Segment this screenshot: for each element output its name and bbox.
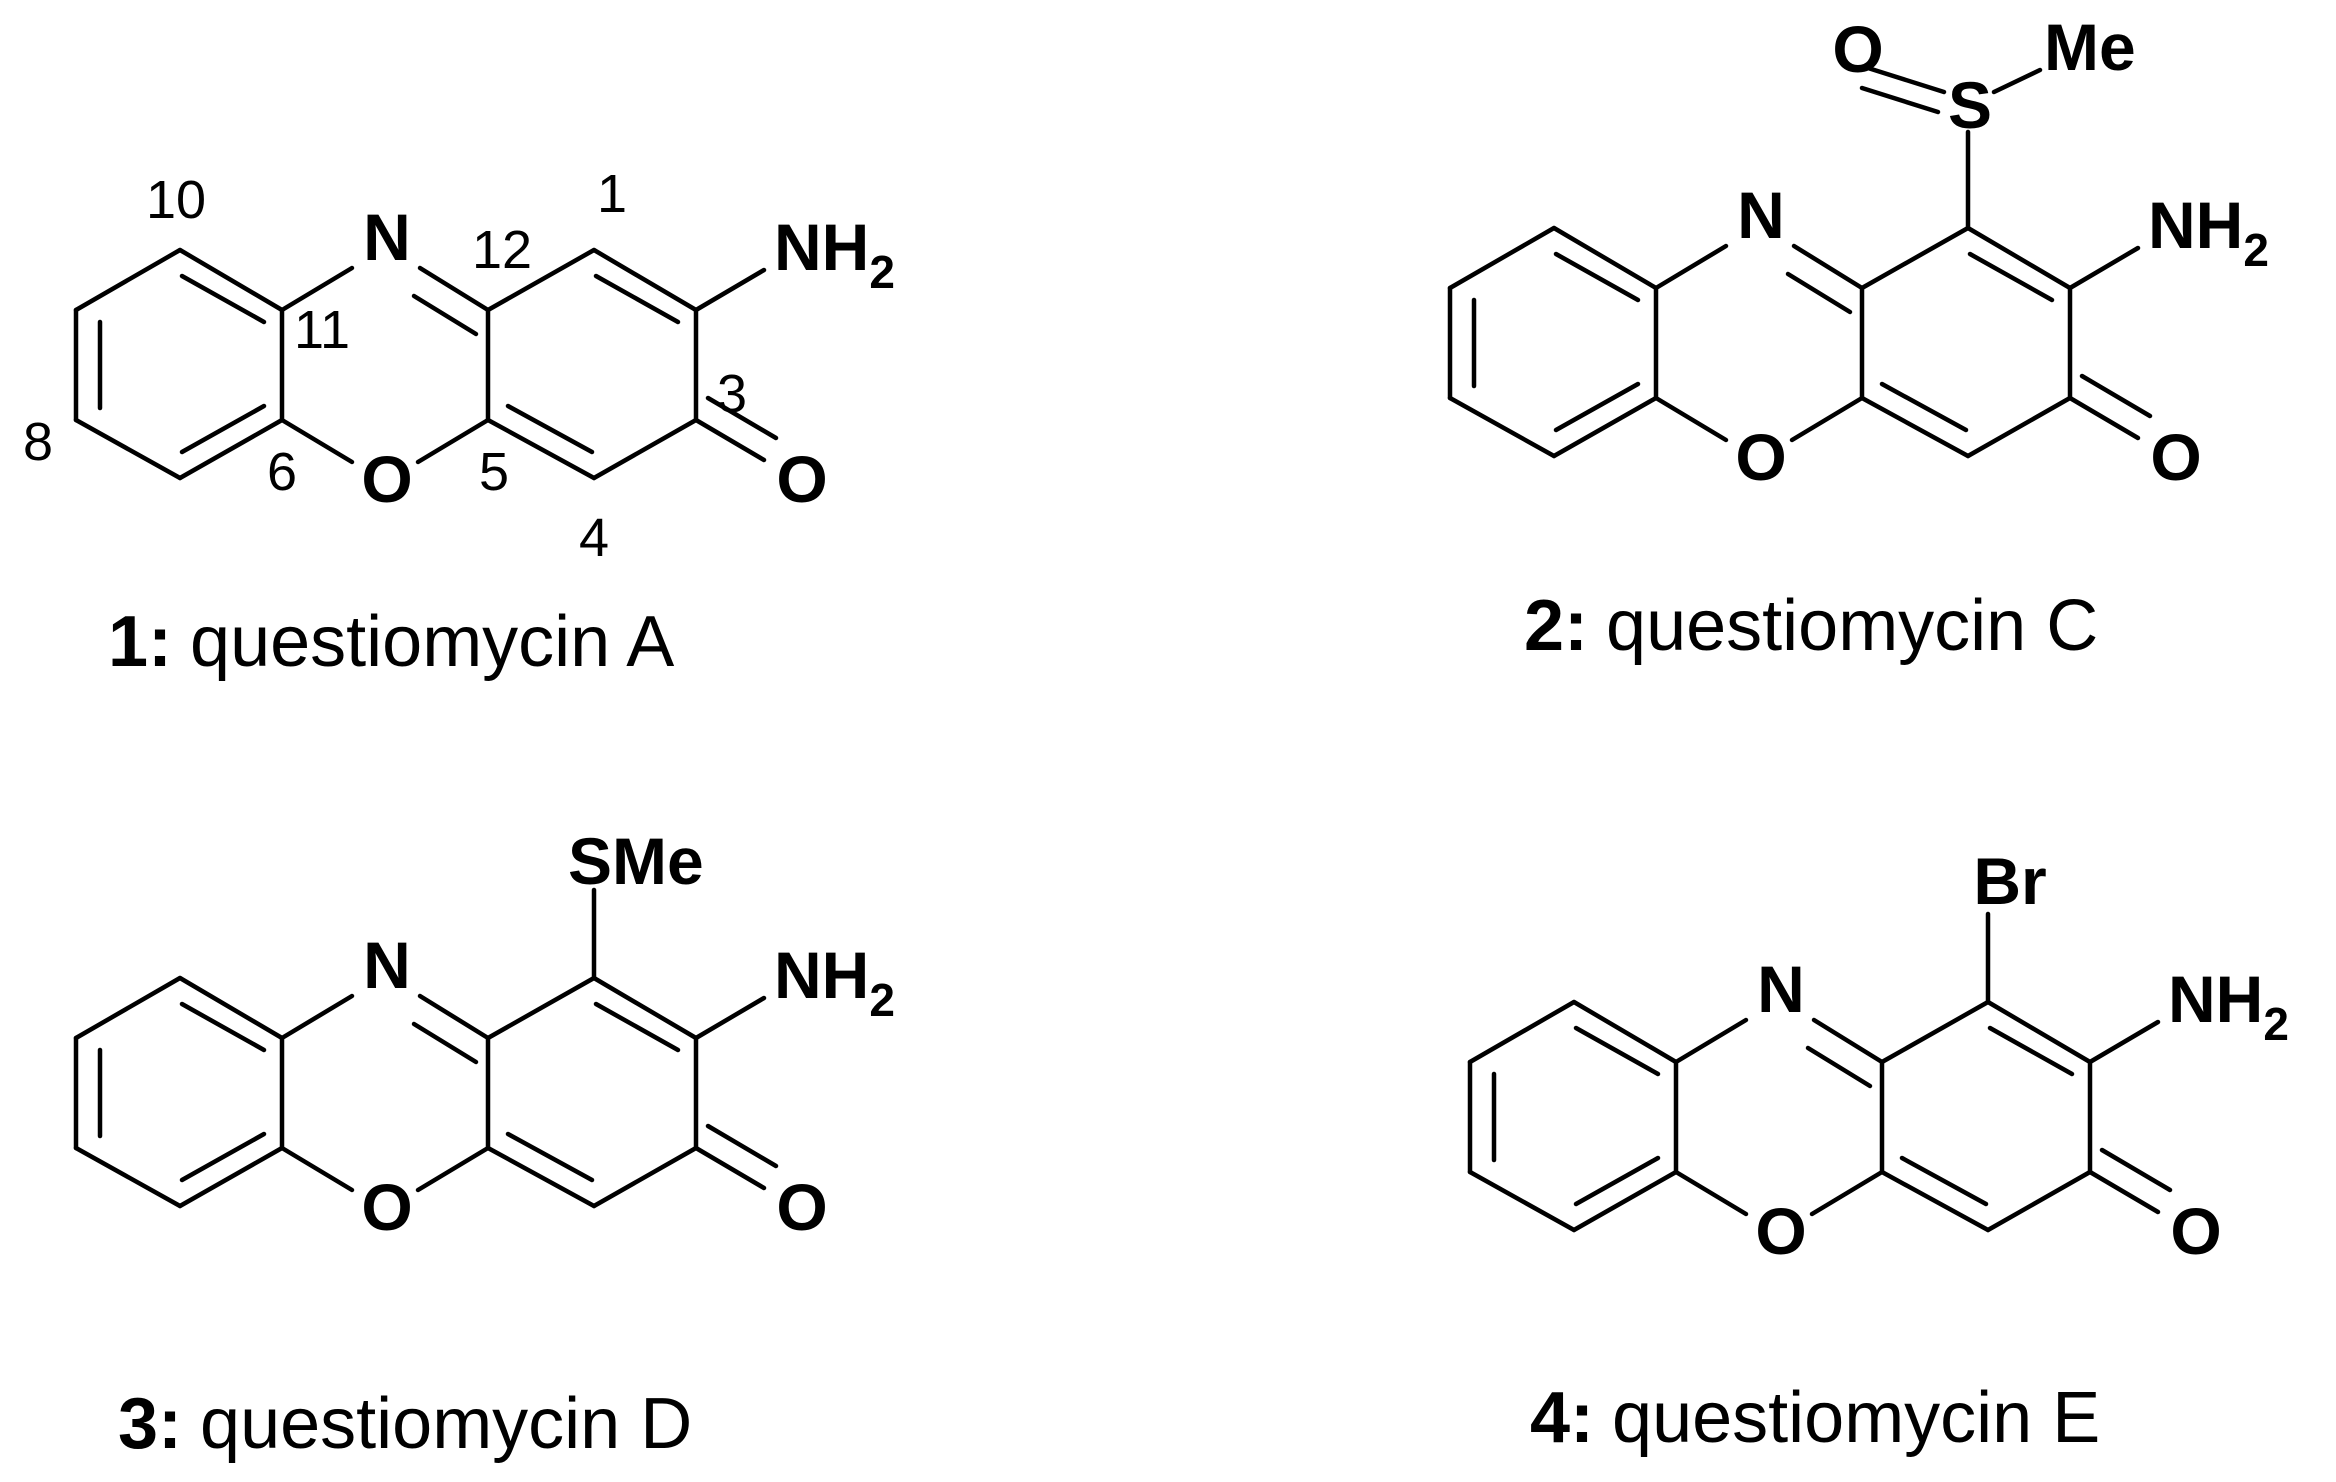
compound-2-amine-sub: 2: [2243, 224, 2269, 276]
compound-2-caption: 2:questiomycin C: [1524, 586, 2098, 666]
compound-1-atom-o-ring: O: [361, 442, 412, 516]
locant-1: 1: [597, 164, 627, 224]
compound-1-atom-o-keto: O: [776, 442, 827, 516]
compound-3-amine-sub: 2: [869, 974, 895, 1026]
locant-12: 12: [472, 220, 532, 280]
compound-3: N O O NH2 SMe 3:questiomycin D: [73, 824, 895, 1464]
compound-2-atom-o-keto: O: [2150, 420, 2201, 494]
compound-2-atom-o-sulfinyl: O: [1832, 12, 1883, 86]
compound-1-name: questiomycin A: [190, 602, 674, 682]
compound-4-name: questiomycin E: [1612, 1378, 2100, 1458]
compound-1-amine-nh: NH: [774, 210, 869, 284]
compound-3-atom-o-ring: O: [361, 1170, 412, 1244]
compound-2-atom-n: N: [1737, 178, 1785, 252]
compound-2-bonds: [1447, 65, 2153, 459]
compound-4-amine-nh: NH: [2168, 962, 2263, 1036]
compound-3-atom-n: N: [363, 928, 411, 1002]
compound-4-atom-n: N: [1757, 952, 1805, 1026]
compound-1-amine-sub: 2: [869, 246, 895, 298]
locant-6: 6: [267, 442, 297, 502]
locant-3: 3: [717, 364, 747, 424]
compound-3-amine: NH2: [774, 938, 895, 1026]
compound-1-caption: 1:questiomycin A: [108, 602, 674, 682]
compound-3-name: questiomycin D: [200, 1384, 692, 1464]
compound-3-atom-o-keto: O: [776, 1170, 827, 1244]
compound-1-number: 1:: [108, 602, 172, 682]
compound-4-atom-o-ring: O: [1755, 1194, 1806, 1268]
locant-8: 8: [23, 412, 53, 472]
compound-1: N O O NH2 10 12 1 11 3 8 6 5 4 1:questio…: [23, 164, 895, 682]
compound-4-substituent-bromo: Br: [1973, 844, 2046, 918]
compound-2-number: 2:: [1524, 586, 1588, 666]
compound-1-locants: 10 12 1 11 3 8 6 5 4: [23, 164, 747, 568]
compound-3-caption: 3:questiomycin D: [118, 1384, 692, 1464]
compound-1-atom-n: N: [363, 200, 411, 274]
compound-4-bonds: [1467, 911, 2173, 1233]
compound-1-amine: NH2: [774, 210, 895, 298]
locant-11: 11: [294, 300, 350, 360]
compound-2: N O O NH2 S O Me 2:questiomycin C: [1447, 10, 2269, 666]
locant-4: 4: [579, 508, 609, 568]
compound-4-atom-o-keto: O: [2170, 1194, 2221, 1268]
compound-3-substituent-smethyl: SMe: [568, 824, 704, 898]
compound-3-number: 3:: [118, 1384, 182, 1464]
compound-2-name: questiomycin C: [1606, 586, 2098, 666]
compound-4-amine-sub: 2: [2263, 998, 2289, 1050]
compound-2-amine-nh: NH: [2148, 188, 2243, 262]
compound-2-atom-s: S: [1948, 68, 1992, 142]
compound-2-atom-o-ring: O: [1735, 420, 1786, 494]
compound-2-methyl: Me: [2044, 10, 2136, 84]
locant-10: 10: [146, 170, 206, 230]
compound-4: N O O NH2 Br 4:questiomycin E: [1467, 844, 2289, 1458]
compound-2-amine: NH2: [2148, 188, 2269, 276]
compound-3-amine-nh: NH: [774, 938, 869, 1012]
compound-3-bonds: [73, 887, 779, 1209]
compound-1-bonds: [73, 247, 779, 481]
compound-4-number: 4:: [1530, 1378, 1594, 1458]
compound-4-amine: NH2: [2168, 962, 2289, 1050]
compound-4-caption: 4:questiomycin E: [1530, 1378, 2100, 1458]
locant-5: 5: [479, 442, 509, 502]
